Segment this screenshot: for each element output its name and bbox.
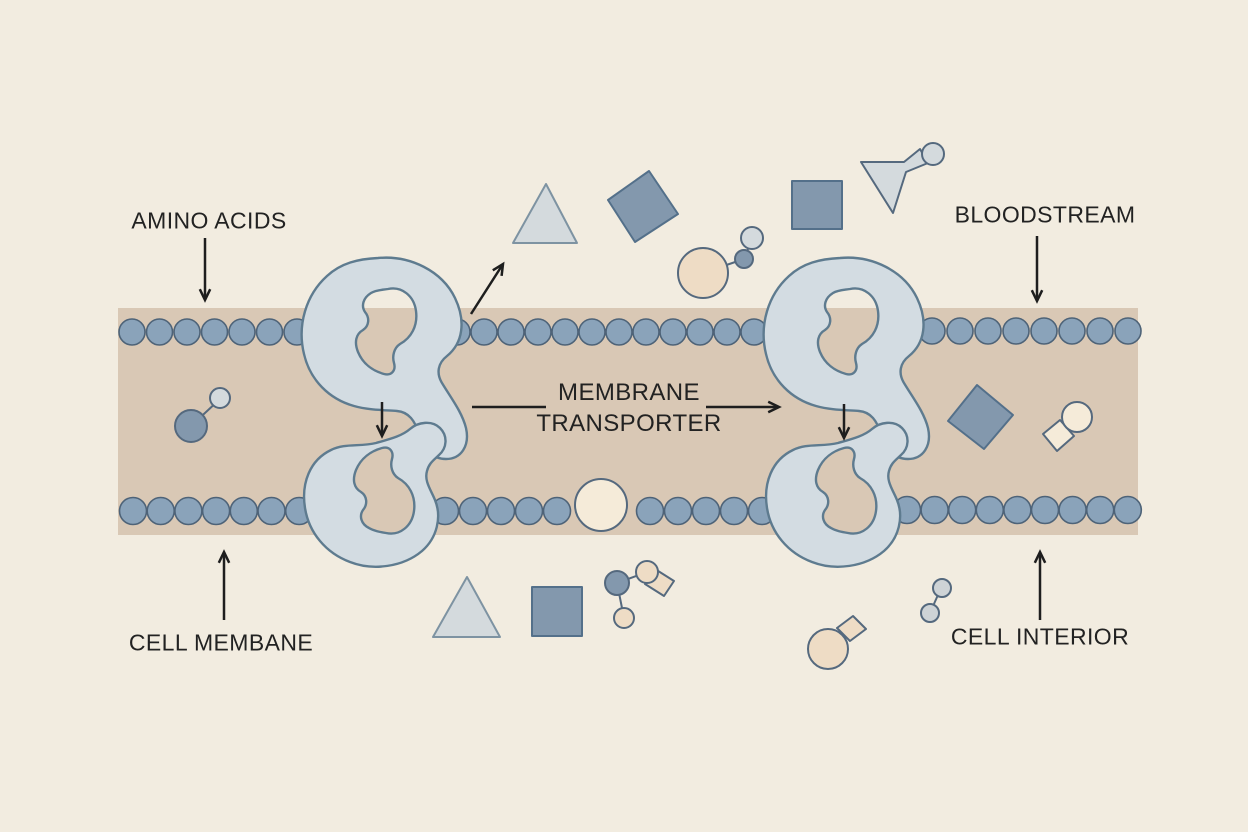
lipid-head	[920, 495, 949, 525]
amino-acid-circle-beige-top	[677, 247, 729, 299]
lipid-head	[1058, 317, 1086, 345]
lipid-head	[947, 495, 977, 525]
lipid-head	[524, 318, 552, 346]
amino-acid-diamond-top	[607, 170, 679, 243]
molecule-node-beige	[635, 560, 659, 584]
molecule-node-gray	[740, 226, 764, 250]
lipid-head	[578, 318, 606, 346]
amino-acid-triangle-bottom	[432, 576, 501, 638]
lipid-head	[514, 496, 544, 526]
lipid-head	[713, 318, 741, 346]
lipid-head	[719, 496, 749, 526]
lipid-head	[635, 496, 665, 526]
lipid-head	[1113, 495, 1143, 525]
lipid-head	[201, 496, 231, 526]
lipid-head	[1030, 317, 1058, 345]
transporter-right-down-arrow-head	[837, 426, 851, 441]
amino-acids-arrow-head	[198, 288, 212, 303]
lipid-head	[200, 318, 229, 346]
amino-acid-circle-blue	[174, 409, 208, 443]
lipid-head	[174, 496, 203, 526]
label-cell-interior: CELL INTERIOR	[950, 623, 1130, 650]
bloodstream-arrow-head	[1030, 289, 1044, 304]
amino-acid-square-top	[791, 180, 843, 230]
lipid-head	[1114, 317, 1142, 345]
label-bloodstream: BLOODSTREAM	[954, 201, 1136, 228]
lipid-head	[145, 318, 174, 346]
membrane-exit-arrow	[469, 263, 505, 315]
transporter-left-lower-half	[302, 421, 447, 568]
molecule-node-gray	[209, 387, 231, 409]
lipid-head	[691, 496, 721, 526]
lipid-head	[257, 496, 286, 526]
lipid-head	[173, 318, 201, 346]
lipid-head	[1002, 317, 1030, 345]
label-amino-acids: AMINO ACIDS	[131, 207, 287, 234]
lipid-head	[255, 318, 284, 346]
label-membrane-transporter-line1: MEMBRANE	[558, 379, 700, 406]
lipid-head	[632, 318, 660, 346]
transporter-left-down-arrow-head	[375, 424, 389, 439]
molecule-node-dot	[932, 578, 952, 598]
lipid-head	[1086, 317, 1114, 345]
membrane-crossing-circle	[574, 478, 628, 532]
molecule-node-beige	[613, 607, 635, 629]
lipid-head	[228, 318, 256, 346]
amino-acid-pawn-body	[860, 148, 929, 214]
molecule-node-blue	[734, 249, 754, 269]
lipid-head	[686, 318, 714, 346]
lipid-head	[1003, 495, 1032, 525]
lipid-head	[551, 318, 579, 346]
membrane-exit-arrow-head	[492, 261, 505, 277]
lipid-head	[974, 317, 1002, 345]
lipid-head	[663, 496, 693, 526]
lipid-head	[118, 318, 146, 346]
lipid-head	[542, 496, 572, 526]
label-membrane-transporter-line2: TRANSPORTER	[536, 410, 722, 437]
molecule-node-dot	[920, 603, 940, 623]
lipid-head	[497, 318, 525, 346]
lipid-head	[458, 496, 488, 526]
lipid-head	[946, 317, 974, 345]
amino-acid-triangle-top	[512, 183, 578, 244]
amino-acid-circle-beige-bottom	[807, 628, 849, 670]
label-cell-membrane: CELL MEMBANE	[128, 629, 314, 656]
lipid-head	[229, 496, 259, 526]
lipid-head	[146, 496, 175, 526]
cell-membrane-arrow-head	[217, 549, 231, 564]
lipid-head	[975, 495, 1005, 525]
label-membrane-transporter: MEMBRANE TRANSPORTER	[536, 377, 721, 439]
amino-acid-diamond-right	[947, 384, 1014, 450]
lipid-head	[1085, 495, 1115, 525]
lipid-head	[659, 318, 687, 346]
lipid-head	[1030, 495, 1060, 525]
transporter-label-arrow-head	[767, 400, 782, 414]
lipid-head	[470, 318, 498, 346]
lipid-head	[605, 318, 633, 346]
molecule-node-blue	[604, 570, 630, 596]
amino-acid-circle-cream	[1061, 401, 1093, 433]
transporter-right-lower-half	[764, 421, 909, 568]
lipid-head	[1058, 495, 1087, 525]
lipid-head	[118, 496, 148, 526]
amino-acid-square-bottom	[531, 586, 583, 637]
lipid-head	[486, 496, 516, 526]
cell-interior-arrow-head	[1033, 549, 1047, 564]
amino-acid-pawn-head	[921, 142, 945, 166]
beige-pin-tail	[836, 615, 867, 642]
